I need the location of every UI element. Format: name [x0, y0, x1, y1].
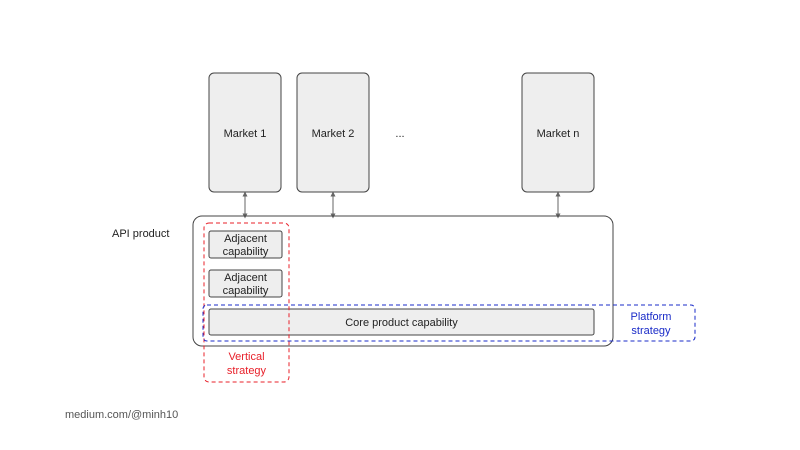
- vertical-strategy-label-line-1: Vertical: [228, 351, 264, 363]
- market-label-2: Market 2: [312, 128, 355, 140]
- platform-strategy-region: [202, 304, 696, 342]
- platform-strategy-label-line-2: strategy: [631, 325, 671, 337]
- market-box-2: Market 2: [296, 72, 370, 193]
- vertical-strategy-label-line-2: strategy: [227, 365, 267, 377]
- market-label-1: Market 1: [224, 128, 267, 140]
- adjacent-capability-2-line-1: Adjacent: [224, 272, 267, 284]
- credit-text: medium.com/@minh10: [65, 409, 178, 421]
- core-product-capability-box: Core product capability: [208, 308, 595, 336]
- vertical-strategy-region: [203, 222, 290, 383]
- core-product-capability-label: Core product capability: [345, 317, 458, 329]
- adjacent-capability-2-line-2: capability: [223, 285, 269, 297]
- adjacent-capability-box-1: Adjacent capability: [208, 230, 283, 259]
- market-ellipsis: ...: [395, 128, 404, 140]
- market-box-n: Market n: [521, 72, 595, 193]
- adjacent-capability-1-line-2: capability: [223, 246, 269, 258]
- market-box-1: Market 1: [208, 72, 282, 193]
- market-label-n: Market n: [537, 128, 580, 140]
- platform-strategy-label-line-1: Platform: [631, 311, 672, 323]
- adjacent-capability-box-2: Adjacent capability: [208, 269, 283, 298]
- adjacent-capability-1-line-1: Adjacent: [224, 233, 267, 245]
- api-product-container: [192, 215, 614, 347]
- api-product-label: API product: [112, 228, 169, 240]
